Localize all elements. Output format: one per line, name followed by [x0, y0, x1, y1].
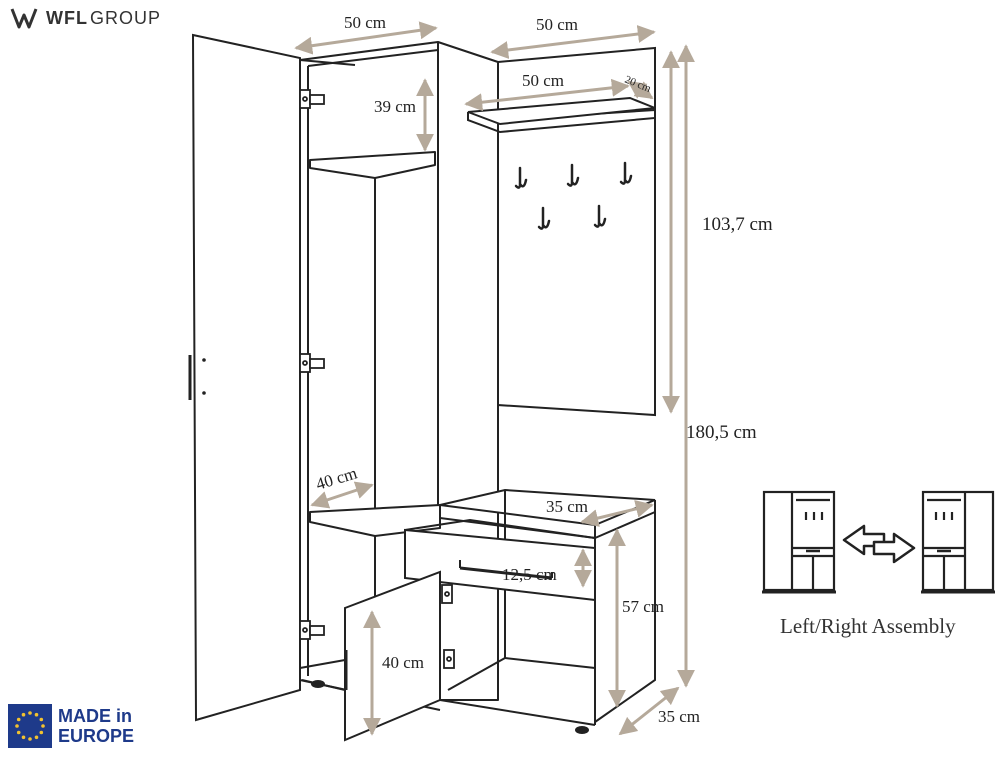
dim-panel-height: 103,7 cm — [702, 214, 773, 235]
brand-name-bold: WFL — [46, 7, 88, 28]
badge-line1: MADE in — [58, 706, 132, 726]
dimension-lines — [294, 21, 695, 736]
badge-line2: EUROPE — [58, 726, 135, 746]
dim-door-height: 40 cm — [382, 653, 424, 672]
dimension-labels: 50 cm 50 cm 50 cm 20 cm 39 cm 103,7 cm 1… — [314, 13, 773, 726]
hinge-icon-door2-bottom — [443, 649, 455, 669]
dim-shelf-depth: 20 cm — [623, 74, 653, 95]
coat-panel — [467, 46, 656, 417]
coat-hook-icons — [514, 161, 633, 230]
dim-top-compartment: 39 cm — [374, 97, 416, 116]
hook-icon-4 — [537, 206, 551, 230]
brand-logo: WFL GROUP — [10, 6, 161, 30]
assembly-right-icon — [921, 490, 995, 594]
hook-icon-2 — [566, 163, 580, 187]
hook-icon-5 — [593, 204, 607, 228]
dim-bench-depth: 35 cm — [546, 497, 588, 516]
dim-shelf-width: 50 cm — [522, 71, 564, 90]
eu-flag-icon — [8, 704, 52, 748]
brand-name-regular: GROUP — [89, 7, 161, 28]
hook-icon-1 — [514, 166, 528, 189]
dim-total-height: 180,5 cm — [686, 422, 757, 443]
made-in-europe-badge: MADE in EUROPE — [8, 704, 134, 748]
assembly-left-icon — [762, 490, 836, 594]
dim-inner-width: 40 cm — [314, 463, 360, 493]
assembly-label: Left/Right Assembly — [780, 614, 956, 638]
hook-icon-3 — [619, 161, 633, 185]
dim-bench-height: 57 cm — [622, 597, 664, 616]
dim-base-depth: 35 cm — [658, 707, 700, 726]
hinge-icon-bottom — [299, 620, 325, 640]
hinge-icons — [299, 89, 455, 669]
drawer — [404, 518, 596, 602]
dim-top-width: 50 cm — [344, 13, 386, 32]
hinge-icon-middle — [299, 353, 325, 373]
left-door — [188, 33, 301, 722]
hinge-icon-door2-top — [441, 584, 453, 604]
hinge-icon-top — [299, 89, 325, 109]
dim-panel-width: 50 cm — [536, 15, 578, 34]
wfl-logo-icon — [10, 8, 38, 29]
swap-arrow-icon — [842, 524, 916, 564]
dim-drawer-height: 12,5 cm — [502, 565, 557, 584]
